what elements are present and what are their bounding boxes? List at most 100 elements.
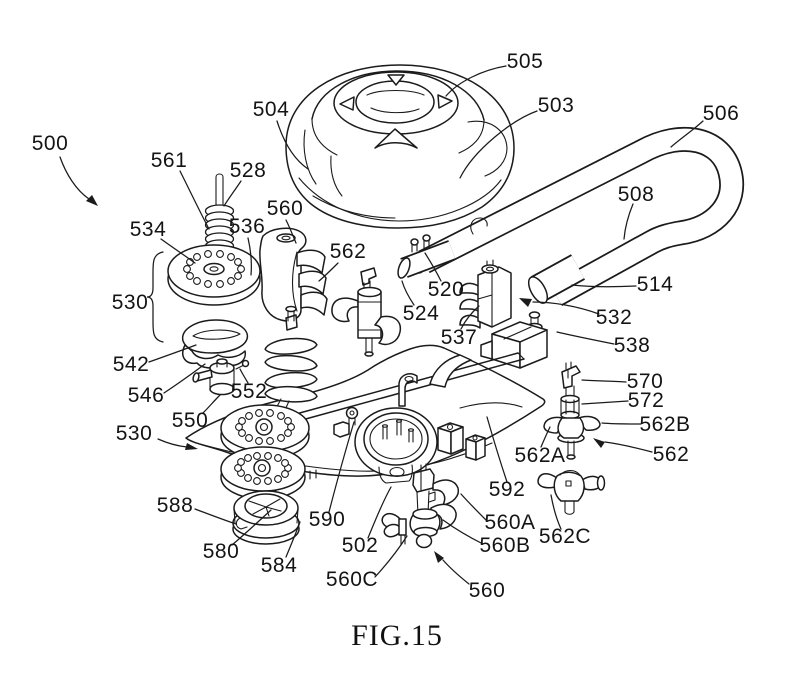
right-shaft-assembly xyxy=(543,361,601,460)
center-blade-shaft xyxy=(331,267,402,357)
fin-lower xyxy=(430,503,457,530)
ref-label-560A: 560A xyxy=(484,511,536,534)
ref-label-562B: 562B xyxy=(639,413,691,436)
leader-508 xyxy=(623,203,634,240)
ref-label-506: 506 xyxy=(702,102,740,125)
spool xyxy=(232,490,300,545)
leader-504 xyxy=(276,120,309,170)
leader-560B xyxy=(442,519,484,545)
leader-592 xyxy=(486,416,508,483)
leader-536 xyxy=(247,237,252,276)
arrowhead-532 xyxy=(519,298,532,307)
fin-upper xyxy=(432,479,460,506)
ref-label-546: 546 xyxy=(127,384,165,407)
dial-arrow-right xyxy=(437,94,453,109)
mode-dial xyxy=(333,71,459,149)
leader-561 xyxy=(179,170,210,230)
plate-arch xyxy=(429,354,472,388)
leader-590 xyxy=(328,421,355,513)
ref-label-528: 528 xyxy=(229,159,267,182)
leader-560A xyxy=(460,493,488,522)
leader-542 xyxy=(148,344,197,363)
ref-label-560C: 560C xyxy=(325,568,379,591)
arrowhead-500 xyxy=(86,195,98,206)
ref-label-532: 532 xyxy=(595,306,633,329)
ref-label-520: 520 xyxy=(427,278,465,301)
lower-gear-stack xyxy=(220,404,310,500)
plate-post-2 xyxy=(465,434,486,461)
ref-label-534: 534 xyxy=(129,218,167,241)
small-spool xyxy=(192,358,250,396)
leader-lines xyxy=(59,65,704,585)
ref-label-552: 552 xyxy=(230,380,268,403)
center-bowl xyxy=(354,407,438,484)
leader-552 xyxy=(239,368,249,384)
leader-524 xyxy=(401,280,415,306)
leader-580 xyxy=(231,509,272,546)
leader-514 xyxy=(571,284,637,288)
leader-503 xyxy=(459,110,538,179)
leader-588 xyxy=(194,508,237,525)
grip-cylinder xyxy=(527,254,585,304)
ref-label-562A: 562A xyxy=(514,444,566,467)
ref-label-580: 580 xyxy=(202,540,240,563)
ref-label-524: 524 xyxy=(402,302,440,325)
claw-bracket xyxy=(459,259,512,329)
leader-505 xyxy=(445,65,507,97)
leader-560C xyxy=(374,535,408,578)
dial-arrow-top xyxy=(387,74,405,86)
plate-bolt xyxy=(345,406,359,426)
ref-label-508: 508 xyxy=(617,183,655,206)
ref-label-505: 505 xyxy=(506,50,544,73)
dial-arrow-bottom xyxy=(374,128,418,149)
leader-532 xyxy=(532,301,600,315)
ref-label-503: 503 xyxy=(537,94,575,117)
upper-gear xyxy=(167,244,261,306)
plate-bracket xyxy=(398,373,418,407)
ref-label-550: 550 xyxy=(171,409,209,432)
leader-562-upper xyxy=(318,262,339,282)
figure-caption: FIG.15 xyxy=(351,619,443,652)
leader-537 xyxy=(460,305,480,330)
ref-label-592: 592 xyxy=(488,478,526,501)
leader-572 xyxy=(581,400,629,405)
switch-block xyxy=(480,311,548,369)
ref-label-560-lower: 560 xyxy=(468,579,506,602)
leader-502 xyxy=(367,486,392,539)
ref-label-504: 504 xyxy=(252,98,290,121)
ref-label-530-lower: 530 xyxy=(115,422,153,445)
ref-label-562C: 562C xyxy=(538,525,592,548)
ref-label-536: 536 xyxy=(228,215,266,238)
leader-570 xyxy=(581,379,627,383)
leader-560-lower xyxy=(442,559,470,585)
ref-label-584: 584 xyxy=(260,554,298,577)
leader-528 xyxy=(223,180,242,207)
bottom-shaft xyxy=(381,463,460,549)
leader-550 xyxy=(202,394,221,414)
ref-label-562-right: 562 xyxy=(652,443,690,466)
ref-label-562-upper: 562 xyxy=(329,240,367,263)
leader-584 xyxy=(285,521,301,558)
ref-label-588: 588 xyxy=(156,494,194,517)
leader-562A xyxy=(540,426,551,448)
ref-label-530-upper: 530 xyxy=(111,291,149,314)
ref-label-538: 538 xyxy=(613,334,651,357)
plate-post-1 xyxy=(437,422,464,455)
vane-3 xyxy=(300,291,328,316)
arrowhead-560-lower xyxy=(434,551,444,563)
leader-530-lower xyxy=(157,438,188,448)
ref-label-560B: 560B xyxy=(479,534,531,557)
ref-label-560-upper: 560 xyxy=(266,197,304,220)
vane-2 xyxy=(298,270,327,295)
ref-label-537: 537 xyxy=(440,326,478,349)
leader-562C xyxy=(550,494,562,530)
leader-562B xyxy=(601,422,642,425)
auger xyxy=(264,305,318,426)
leader-530-upper xyxy=(146,251,164,343)
cam xyxy=(182,319,249,369)
ref-label-570: 570 xyxy=(626,370,664,393)
ref-label-500: 500 xyxy=(31,132,69,155)
ref-label-542: 542 xyxy=(112,353,150,376)
